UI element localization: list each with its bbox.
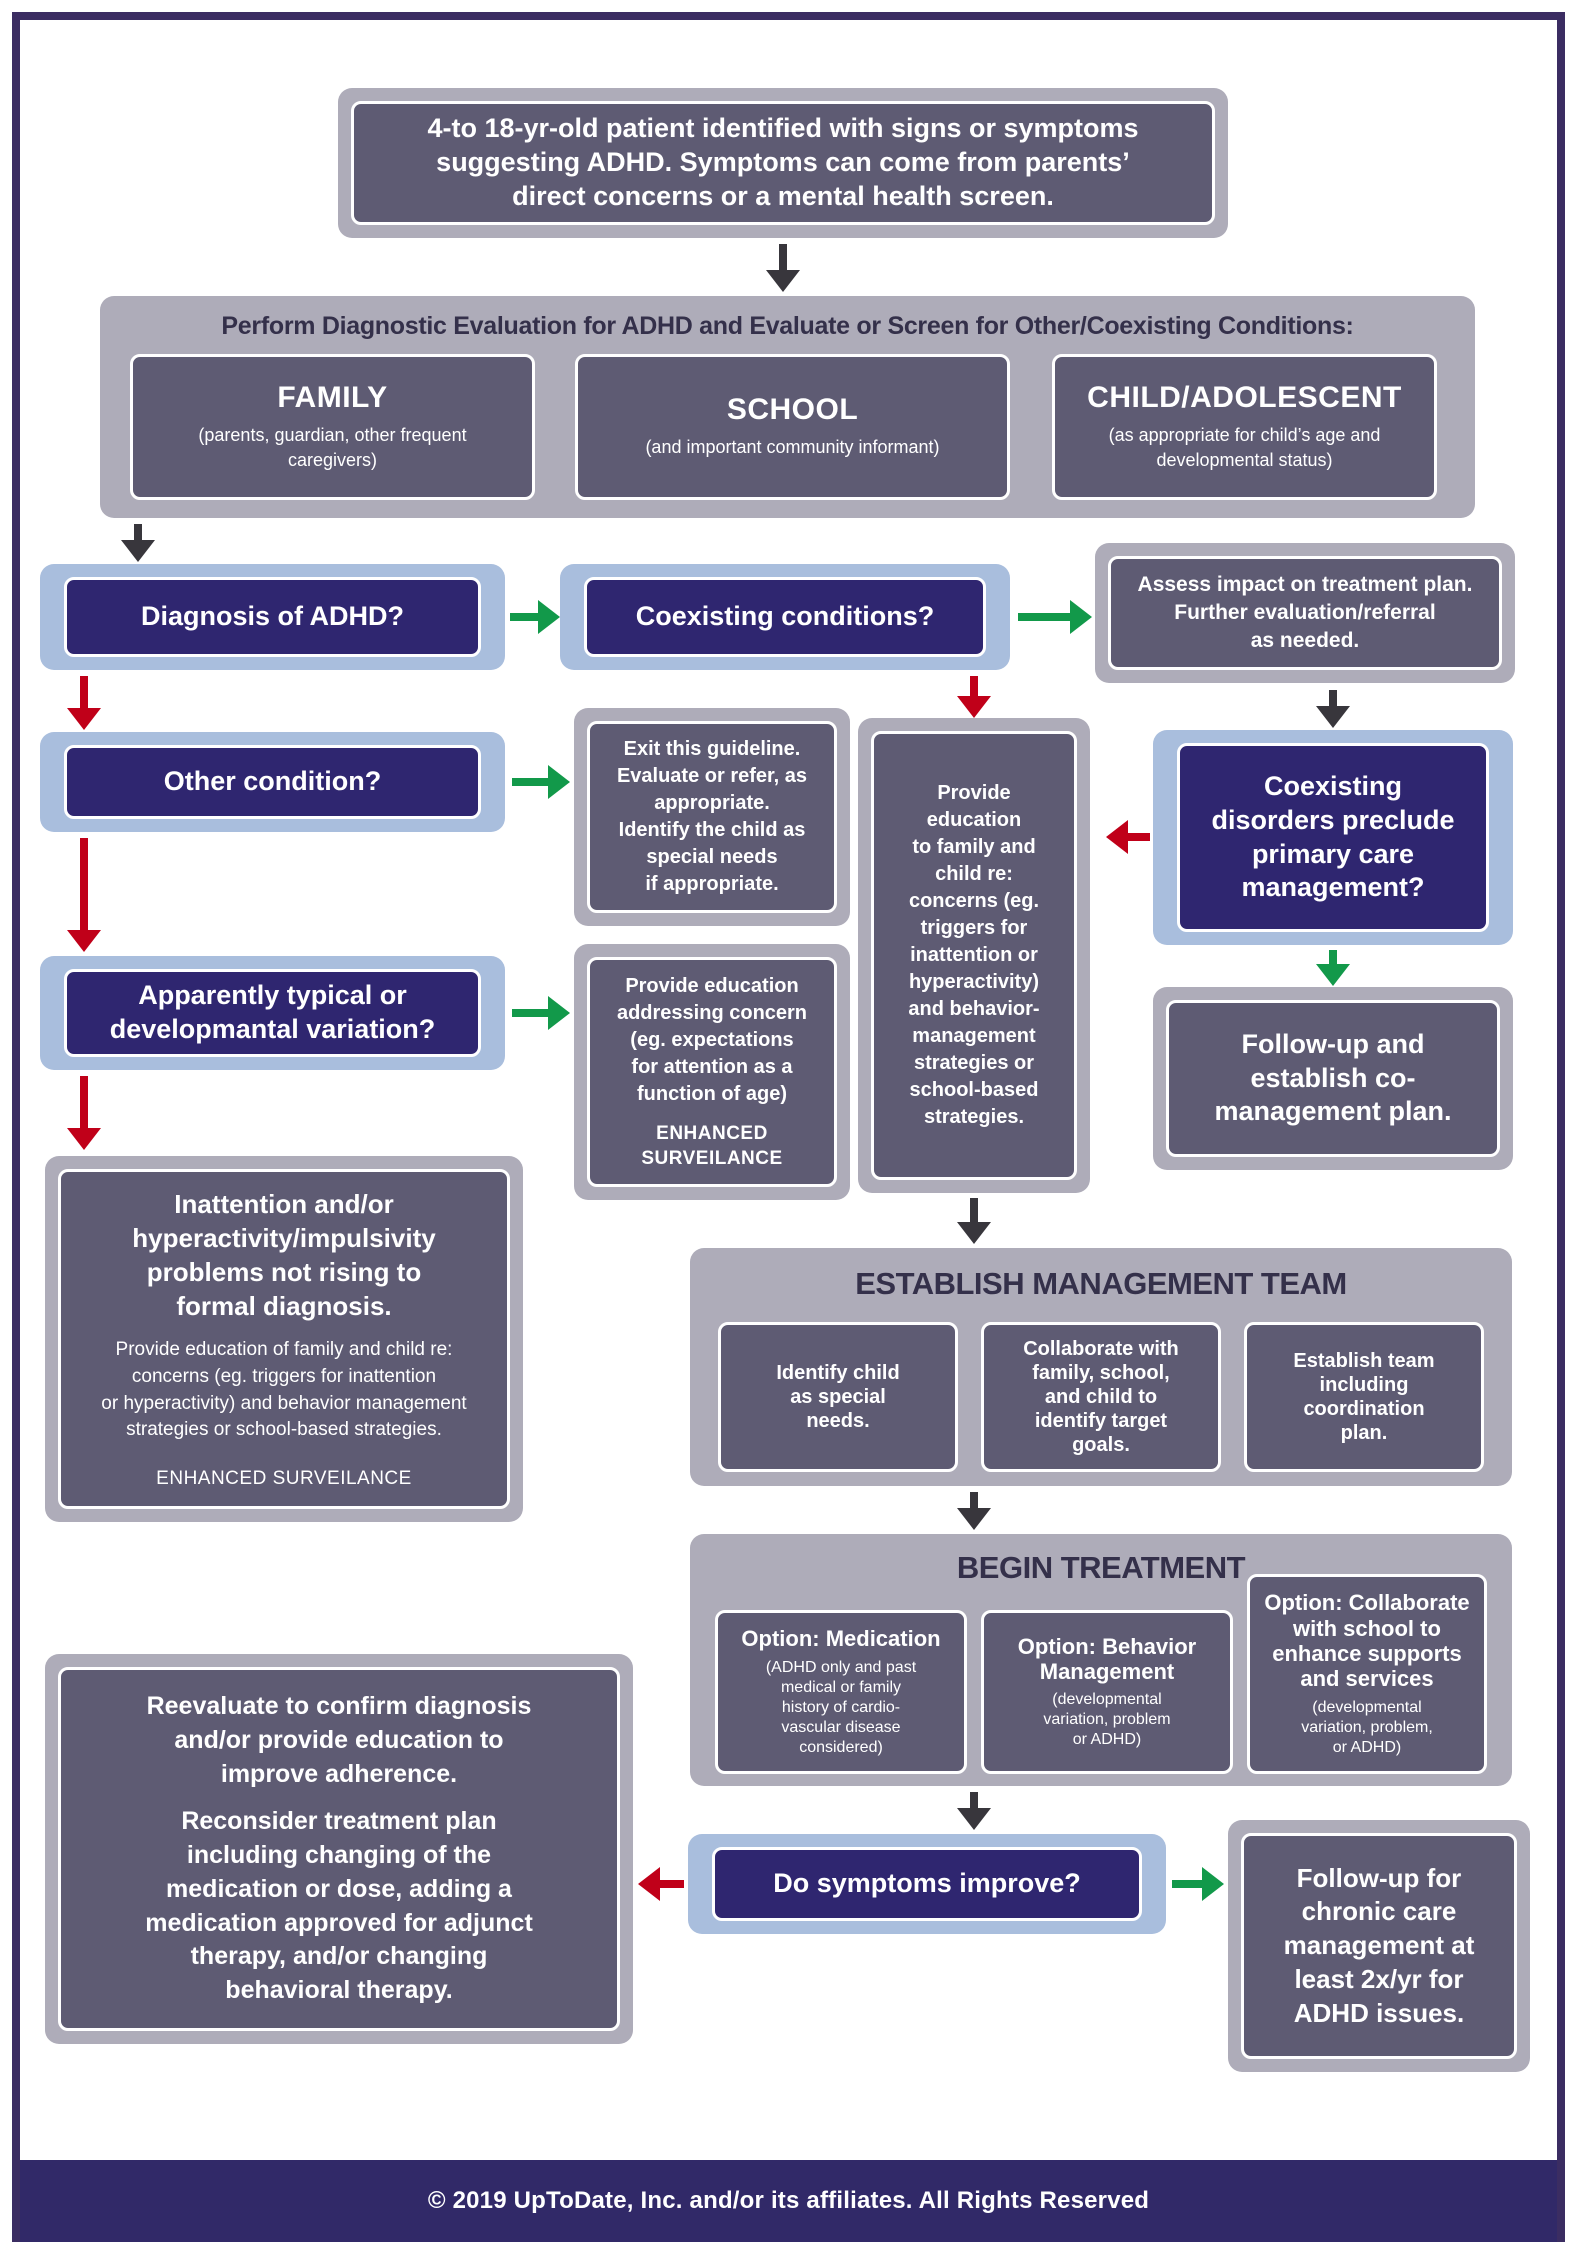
- assess-impact-text: Assess impact on treatment plan. Further…: [1137, 573, 1473, 652]
- school-subtitle: (and important community informant): [645, 437, 940, 458]
- identify-special-needs-box: Identify child as special needs.: [718, 1322, 958, 1472]
- coexisting-conditions-box: Coexisting conditions?: [560, 564, 1010, 670]
- assess-impact-box: Assess impact on treatment plan. Further…: [1095, 543, 1515, 683]
- copyright-text: © 2019 UpToDate, Inc. and/or its affilia…: [427, 2187, 1150, 2214]
- option-collaborate-school-box: Option: Collaborate with school to enhan…: [1247, 1574, 1487, 1774]
- option-behavior-box: Option: Behavior Management (development…: [981, 1610, 1233, 1774]
- diagnostic-evaluation-title: Perform Diagnostic Evaluation for ADHD a…: [221, 312, 1354, 340]
- arrow-right-improve-to-chronic: [1172, 1880, 1202, 1888]
- arrow-right-diagnosis-to-coexisting: [510, 613, 538, 621]
- provide-education-family-text: Provide education to family and child re…: [908, 782, 1040, 1128]
- other-condition-box: Other condition?: [40, 732, 505, 832]
- inattention-title: Inattention and/or hyperactivity/impulsi…: [132, 1189, 436, 1321]
- footer-band: © 2019 UpToDate, Inc. and/or its affilia…: [20, 2160, 1557, 2242]
- child-adolescent-subtitle: (as appropriate for child’s age and deve…: [1108, 424, 1381, 470]
- arrow-right-other-to-exit: [512, 778, 548, 786]
- family-title: FAMILY: [277, 380, 388, 414]
- start-text: 4-to 18-yr-old patient identified with s…: [427, 113, 1139, 211]
- reevaluate-paragraph-2: Reconsider treatment plan including chan…: [145, 1807, 533, 2005]
- arrow-left-preclude-to-provide-education: [1128, 833, 1150, 841]
- option-medication-subtitle: (ADHD only and past medical or family hi…: [765, 1658, 917, 1756]
- followup-comanagement-box: Follow-up and establish co- management p…: [1153, 987, 1513, 1170]
- chronic-care-text: Follow-up for chronic care management at…: [1283, 1862, 1475, 2028]
- arrow-down-preclude-to-comanagement: [1329, 950, 1337, 964]
- arrow-right-coexisting-to-assess: [1018, 613, 1070, 621]
- coexisting-preclude-box: Coexisting disorders preclude primary ca…: [1153, 730, 1513, 945]
- typical-variation-label: Apparently typical or developmantal vari…: [109, 980, 436, 1044]
- arrow-down-education-to-team: [970, 1198, 978, 1222]
- arrow-down-other-to-typical: [80, 838, 88, 930]
- begin-treatment-section: BEGIN TREATMENT Option: Medication (ADHD…: [690, 1534, 1512, 1786]
- inattention-body: Provide education of family and child re…: [101, 1339, 467, 1441]
- child-adolescent-title: CHILD/ADOLESCENT: [1087, 380, 1402, 414]
- option-medication-box: Option: Medication (ADHD only and past m…: [715, 1610, 967, 1774]
- exit-guideline-box: Exit this guideline. Evaluate or refer, …: [574, 708, 850, 926]
- chronic-care-box: Follow-up for chronic care management at…: [1228, 1820, 1530, 2072]
- other-condition-label: Other condition?: [163, 766, 382, 797]
- family-subtitle: (parents, guardian, other frequent careg…: [198, 424, 467, 470]
- provide-education-concern-box: Provide education addressing concern (eg…: [574, 944, 850, 1200]
- option-collaborate-school-subtitle: (developmental variation, problem, or AD…: [1301, 1698, 1433, 1756]
- collaborate-goals-text: Collaborate with family, school, and chi…: [1023, 1338, 1179, 1456]
- option-behavior-subtitle: (developmental variation, problem or ADH…: [1043, 1691, 1171, 1749]
- arrow-right-typical-to-education: [512, 1009, 548, 1017]
- option-behavior-title: Option: Behavior Management: [1017, 1633, 1197, 1684]
- begin-treatment-title: BEGIN TREATMENT: [956, 1550, 1246, 1585]
- option-medication-title: Option: Medication: [741, 1626, 941, 1652]
- school-box: SCHOOL (and important community informan…: [575, 354, 1010, 500]
- symptoms-improve-label: Do symptoms improve?: [773, 1868, 1081, 1899]
- provide-education-concern-text: Provide education addressing concern (eg…: [616, 974, 808, 1105]
- arrow-down-coexisting-to-provide-education: [970, 676, 978, 696]
- diagnosis-of-adhd-label: Diagnosis of ADHD?: [141, 601, 404, 632]
- arrow-down-team-to-treatment: [970, 1492, 978, 1508]
- arrow-down-treatment-to-improve: [970, 1792, 978, 1808]
- diagnosis-of-adhd-box: Diagnosis of ADHD?: [40, 564, 505, 670]
- start-box: 4-to 18-yr-old patient identified with s…: [338, 88, 1228, 238]
- typical-variation-box: Apparently typical or developmantal vari…: [40, 956, 505, 1070]
- exit-guideline-text: Exit this guideline. Evaluate or refer, …: [616, 738, 808, 895]
- reevaluate-paragraph-1: Reevaluate to confirm diagnosis and/or p…: [146, 1692, 532, 1788]
- symptoms-improve-box: Do symptoms improve?: [688, 1834, 1166, 1934]
- arrow-down-diagnosis-to-other: [80, 676, 88, 708]
- establish-management-team-title: ESTABLISH MANAGEMENT TEAM: [855, 1266, 1347, 1301]
- establish-team-text: Establish team including coordination pl…: [1293, 1350, 1435, 1444]
- arrow-down-start-to-evaluation: [779, 244, 787, 270]
- diagnostic-evaluation-section: Perform Diagnostic Evaluation for ADHD a…: [100, 296, 1475, 518]
- enhanced-surveillance-stacked-text: ENHANCED SURVEILANCE: [641, 1122, 783, 1169]
- reevaluate-box: Reevaluate to confirm diagnosis and/or p…: [45, 1654, 633, 2044]
- arrow-left-improve-to-reevaluate: [660, 1880, 684, 1888]
- coexisting-conditions-label: Coexisting conditions?: [635, 601, 935, 632]
- option-collaborate-school-title: Option: Collaborate with school to enhan…: [1264, 1590, 1470, 1692]
- arrow-down-typical-to-inattention: [80, 1076, 88, 1128]
- arrow-down-assess-to-preclude: [1329, 690, 1337, 706]
- inattention-problems-box: Inattention and/or hyperactivity/impulsi…: [45, 1156, 523, 1522]
- provide-education-family-box: Provide education to family and child re…: [858, 718, 1090, 1193]
- establish-team-box: Establish team including coordination pl…: [1244, 1322, 1484, 1472]
- family-box: FAMILY (parents, guardian, other frequen…: [130, 354, 535, 500]
- identify-special-needs-text: Identify child as special needs.: [776, 1362, 900, 1432]
- arrow-down-evaluation-to-diagnosis: [134, 524, 142, 540]
- child-adolescent-box: CHILD/ADOLESCENT (as appropriate for chi…: [1052, 354, 1437, 500]
- coexisting-preclude-label: Coexisting disorders preclude primary ca…: [1211, 771, 1455, 903]
- school-title: SCHOOL: [726, 393, 859, 427]
- followup-comanagement-text: Follow-up and establish co- management p…: [1214, 1028, 1452, 1127]
- establish-management-team-section: ESTABLISH MANAGEMENT TEAM Identify child…: [690, 1248, 1512, 1486]
- inattention-surveillance-text: ENHANCED SURVEILANCE: [156, 1467, 412, 1489]
- collaborate-goals-box: Collaborate with family, school, and chi…: [981, 1322, 1221, 1472]
